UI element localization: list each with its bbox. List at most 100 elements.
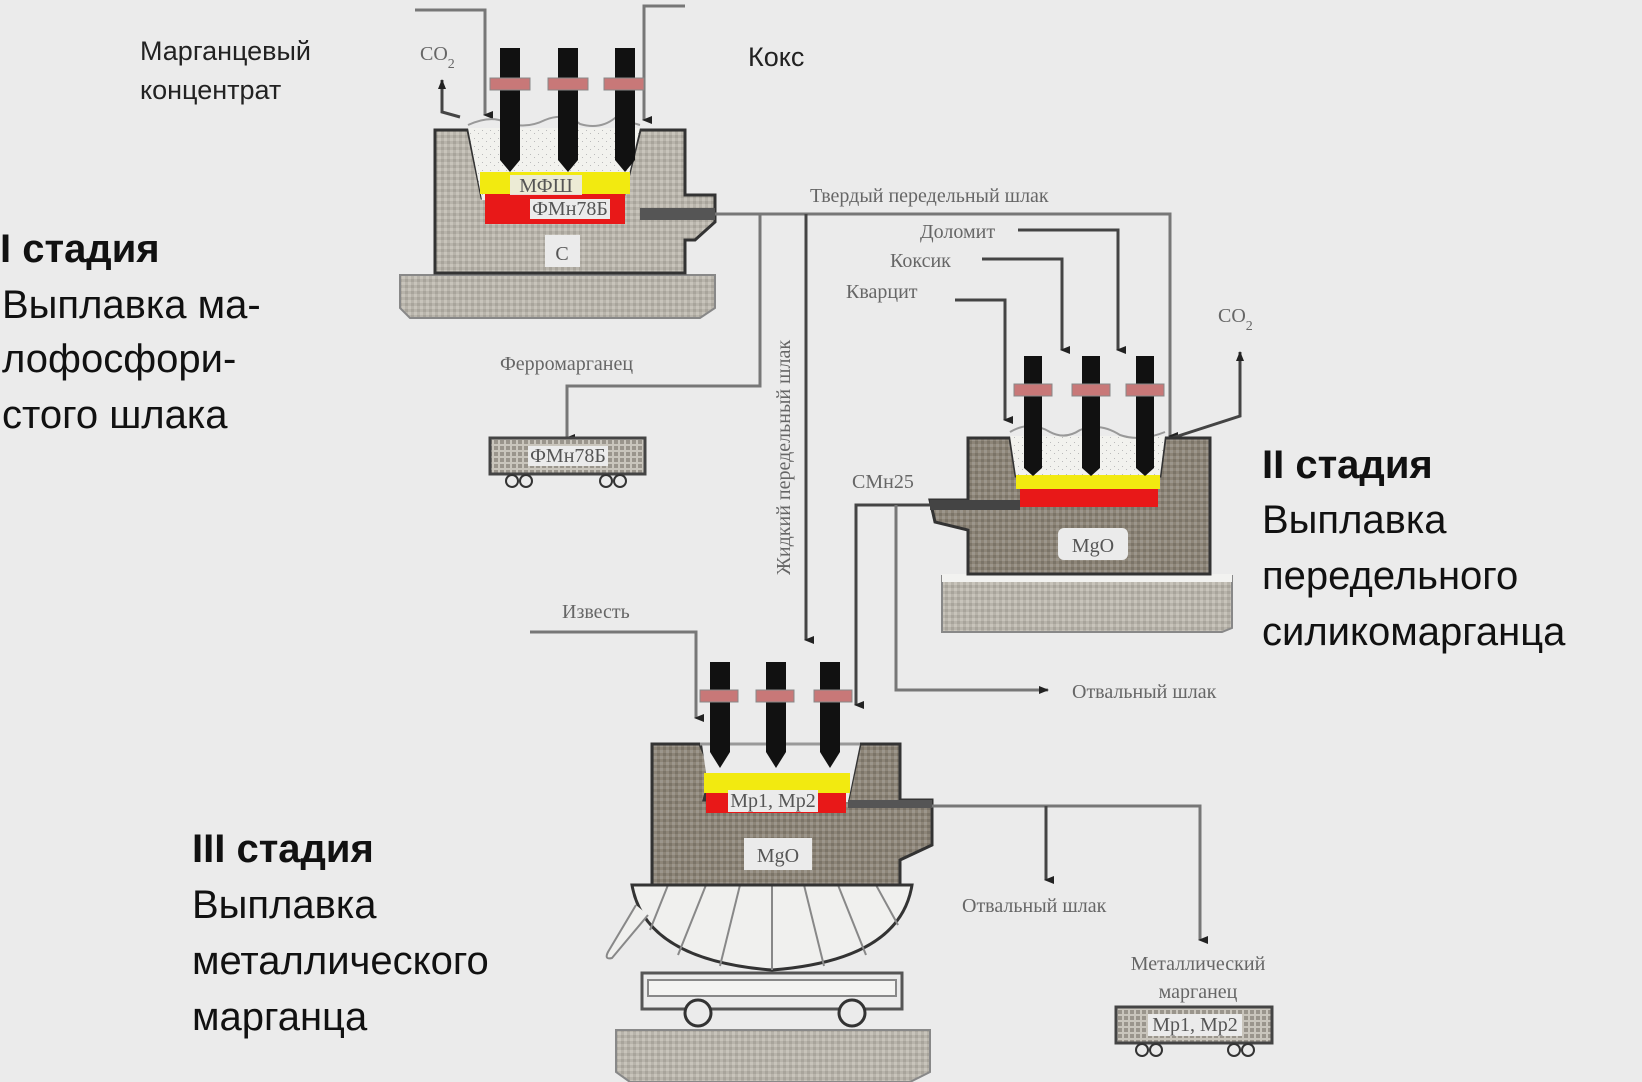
electrode-icon	[820, 662, 840, 768]
product-label-metallic-manganese: марганец	[1159, 981, 1238, 1003]
stage-3-desc-line: Выплавка	[192, 883, 377, 927]
slag-label-bg	[510, 175, 582, 195]
stage-2-desc-line: Выплавка	[1262, 498, 1447, 542]
stage-1-caption: I стадия Выплавка ма- лофосфори- стого ш…	[0, 227, 261, 437]
furnace-stage-3: Мр1, Мр2 MgO	[605, 662, 934, 1082]
co2-label-stage-2: CO2	[1218, 305, 1253, 334]
product-label-metallic-manganese: Металлический	[1131, 953, 1266, 975]
wheel-icon	[1149, 1043, 1163, 1057]
feed-line-lime	[530, 630, 704, 722]
feed-line-dolomite	[1018, 228, 1126, 354]
rail-car-metallic-manganese: Мр1, Мр2	[1114, 1005, 1274, 1057]
waste-slag-flow-line-stage-2	[894, 505, 1049, 694]
furnace-1-metal-label: ФМн78Б	[532, 198, 608, 220]
wheel-icon	[599, 474, 613, 488]
furnace-1-slag-label: МФШ	[519, 175, 573, 197]
electrode-icon	[615, 48, 635, 172]
electrode-clamp	[699, 689, 739, 703]
car-label: ФМн78Б	[530, 445, 606, 467]
wheel-icon	[1227, 1043, 1241, 1057]
car-body	[1114, 1005, 1274, 1045]
stage-3-desc-line: марганца	[192, 995, 368, 1039]
electrode-clamp	[813, 689, 853, 703]
smn25-flow-line	[854, 503, 930, 709]
car-body	[488, 436, 647, 476]
furnace-stage-1: МФШ ФМн78Б С	[399, 48, 717, 319]
wheel-icon	[837, 998, 867, 1028]
electrode-icon	[1024, 356, 1042, 476]
solid-slag-flow-line	[715, 212, 1178, 440]
stage-3-title: III стадия	[192, 827, 374, 871]
furnace-3-taphole	[848, 800, 932, 808]
wheel-icon	[1241, 1043, 1255, 1057]
wheel-icon	[505, 474, 519, 488]
electrode-icon	[558, 48, 578, 172]
furnace-3-lining-label: MgO	[757, 845, 799, 867]
lining-label-bg	[1058, 528, 1128, 560]
electrode-clamp	[489, 77, 531, 91]
input-label-coke: Кокс	[748, 42, 804, 72]
car-label: Мр1, Мр2	[1152, 1014, 1238, 1036]
electrode-clamp	[1013, 383, 1053, 397]
carriage-rail	[647, 979, 897, 997]
wheel-icon	[519, 474, 533, 488]
product-label-smn25: СМн25	[852, 471, 914, 493]
electrodes	[1013, 356, 1165, 476]
stage-2-caption: II стадия Выплавка передельного силикома…	[1262, 443, 1566, 654]
electrode-icon	[1082, 356, 1100, 476]
electrode-clamp	[755, 689, 795, 703]
furnace-2-metal	[1020, 489, 1158, 507]
stage-3-desc-line: металлического	[192, 939, 489, 983]
waste-label-stage-3: Отвальный шлак	[962, 895, 1107, 917]
furnace-1-taphole	[640, 208, 715, 220]
feed-line-coke-fines	[982, 257, 1070, 354]
feed-line-concentrate	[415, 8, 493, 119]
electrode-icon	[710, 662, 730, 768]
electrodes	[489, 48, 645, 172]
electrode-icon	[1136, 356, 1154, 476]
wheel-icon	[1135, 1043, 1149, 1057]
stage-2-desc-line: силикомарганца	[1262, 610, 1566, 654]
stage-1-title: I стадия	[0, 227, 160, 271]
electrodes	[699, 662, 853, 768]
input-label-dolomite: Доломит	[920, 221, 995, 243]
furnace-2-lining-label: MgO	[1072, 535, 1114, 557]
co2-arrow-icon	[1171, 351, 1244, 440]
furnace-2-base	[941, 575, 1233, 633]
product-label-ferromanganese: Ферромарганец	[500, 353, 633, 375]
metal-label-bg	[728, 790, 818, 812]
flow-label-liquid-slag: Жидкий передельный шлак	[773, 340, 795, 575]
electrode-clamp	[603, 77, 645, 91]
feed-line-quartzite	[955, 298, 1013, 424]
tilt-lever	[605, 904, 649, 960]
input-label-quartzite: Кварцит	[846, 281, 918, 303]
rail-car-ferromanganese: ФМн78Б	[488, 436, 647, 488]
input-label-coke-fines: Коксик	[890, 250, 951, 272]
waste-label-stage-2: Отвальный шлак	[1072, 681, 1217, 703]
furnace-1-base	[399, 274, 716, 319]
furnace-2-slag	[1016, 475, 1160, 489]
input-label-manganese-concentrate: Марганцевый	[140, 36, 311, 66]
charge-surface	[467, 115, 641, 127]
co2-label-stage-1: CO2	[420, 43, 455, 72]
input-label-lime: Известь	[562, 601, 630, 623]
wheel-icon	[683, 998, 713, 1028]
stage-1-desc-line: лофосфори-	[2, 337, 236, 381]
stage-3-caption: III стадия Выплавка металлического марга…	[192, 827, 489, 1039]
furnace-3-slag	[704, 773, 850, 793]
car-label-bg	[1148, 1014, 1242, 1036]
stage-1-desc-line: стого шлака	[2, 393, 228, 437]
furnace-3-metal-label: Мр1, Мр2	[730, 790, 816, 812]
electrode-icon	[766, 662, 786, 768]
flow-label-solid-slag: Твердый передельный шлак	[810, 185, 1049, 207]
metal-product-flow-line	[932, 804, 1208, 944]
stage-2-desc-line: передельного	[1262, 554, 1518, 598]
metal-label-bg	[530, 199, 610, 219]
stage-1-desc-line: Выплавка ма-	[2, 283, 261, 327]
furnace-2-taphole	[930, 500, 1020, 510]
wheel-icon	[613, 474, 627, 488]
electrode-clamp	[1125, 383, 1165, 397]
co2-arrow-icon	[438, 79, 461, 119]
lining-label-bg	[545, 235, 580, 267]
